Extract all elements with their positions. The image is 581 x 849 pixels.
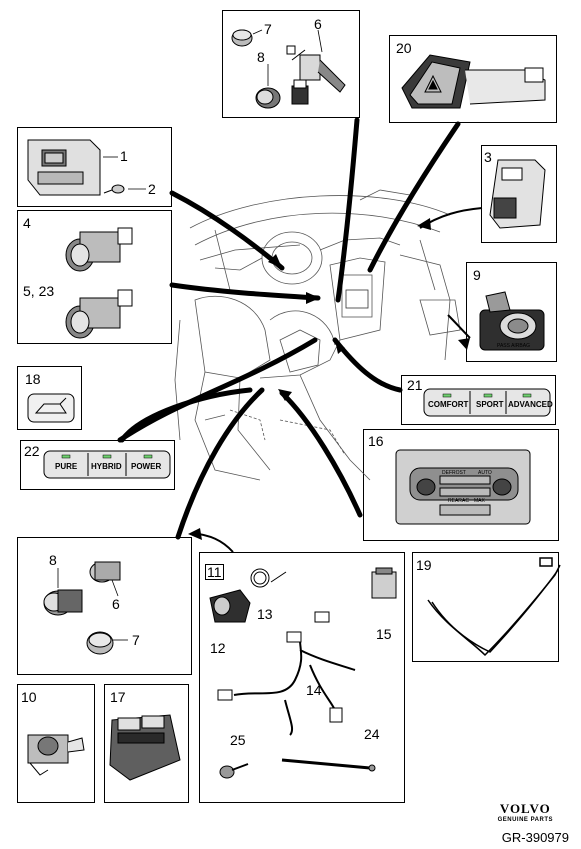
parts-top-switch [231,29,346,109]
leader-box22 [119,387,253,443]
callout-2: 2 [148,181,156,197]
callout-21: 21 [407,377,423,393]
btn-advanced: ADVANCED [508,400,553,409]
callout-6-top: 6 [314,16,322,32]
switch-5-23 [65,289,133,339]
callout-9: 9 [473,267,481,283]
callout-3: 3 [484,149,492,165]
callout-25: 25 [230,732,246,748]
arrow-box4 [306,292,320,304]
leader-box6top [335,117,360,303]
callout-12: 12 [210,640,226,656]
genuine-parts-label: GENUINE PARTS [497,817,553,823]
volvo-brand: VOLVO GENUINE PARTS [498,801,553,823]
callout-13: 13 [257,606,273,622]
thin-leaders [191,207,483,553]
cable-19 [427,557,561,657]
parts-bottom-switch [43,561,121,655]
btn-sport: SPORT [476,400,504,409]
arrow-box16 [278,389,292,401]
callout-4: 4 [23,215,31,231]
callout-24: 24 [364,726,380,742]
btn-pure: PURE [55,462,78,471]
callout-11: 11 [205,564,224,580]
arrow-box3 [417,218,431,230]
panel-6-7-8-top [222,10,360,118]
switch-3 [489,159,546,229]
panel-19 [412,552,559,662]
callout-7-top: 7 [264,21,272,37]
hazard-switch-20 [401,54,546,109]
drawing-reference: GR-390979 [501,830,569,845]
callout-18: 18 [25,371,41,387]
leader-box18 [117,337,318,443]
btn-power: POWER [131,462,161,471]
climate-label-ac: AC [462,498,469,504]
callout-22: 22 [24,443,40,459]
passenger-airbag-switch-9: PASS AIRBAG [479,291,545,351]
leader-box8bot [175,387,265,540]
leader-arrowheads [188,218,470,540]
leader-box16 [279,390,363,518]
leader-box21 [332,337,403,393]
climate-labels: DEFROST AUTO REAR AC MAX [442,470,492,504]
callout-20: 20 [396,40,412,56]
socket-10 [27,734,85,776]
switch-4 [65,227,133,272]
arrow-box9 [458,338,470,350]
switch-block-17 [109,714,181,781]
callout-5-23: 5, 23 [23,283,55,299]
leader-lines [117,117,461,540]
tailgate-button-18 [27,393,75,423]
mode-buttons-21: COMFORT SPORT ADVANCED [423,388,553,417]
callout-15: 15 [376,626,392,642]
mode-buttons-22: PURE HYBRID POWER [43,450,171,479]
climate-label-defrost: DEFROST [442,470,466,476]
callout-1: 1 [120,148,128,164]
car-interior-sketch [174,189,461,481]
callout-16: 16 [368,433,384,449]
callout-6-bottom: 6 [112,596,120,612]
airbag-label: PASS AIRBAG [497,343,530,349]
callout-8-top: 8 [257,49,265,65]
arrow-box1 [268,254,282,268]
climate-panel-16 [395,449,531,525]
leader-box4 [169,282,321,301]
kit-11-parts [209,567,397,779]
climate-label-rear: REAR [448,498,462,504]
callout-14: 14 [306,682,322,698]
callout-8-bottom: 8 [49,552,57,568]
climate-label-auto: AUTO [478,470,492,476]
panel-switch-1 [27,139,125,196]
leader-box20 [367,121,461,273]
arrow-box21 [335,340,345,354]
climate-label-max: MAX [474,498,486,504]
callout-19: 19 [416,557,432,573]
btn-comfort: COMFORT [428,400,469,409]
callout-17: 17 [110,689,126,705]
btn-hybrid: HYBRID [91,462,122,471]
callout-ticks [57,29,323,641]
callout-10: 10 [21,689,37,705]
volvo-logo: VOLVO [499,801,551,816]
callout-7-bottom: 7 [132,632,140,648]
